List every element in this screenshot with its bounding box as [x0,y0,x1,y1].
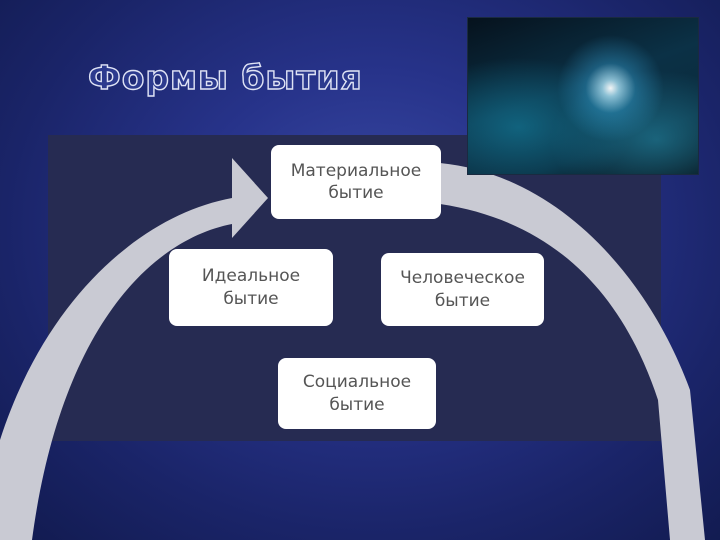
node-label: Человеческое бытие [400,268,525,311]
node-label: Материальное бытие [290,160,422,203]
slide-title: Формы бытия [87,57,363,97]
node-human-being: Человеческое бытие [381,253,544,326]
node-social-being: Социальное бытие [278,358,436,429]
node-material-being: Материальное бытие [271,145,441,219]
cosmic-photo [467,17,699,175]
node-label: Идеальное бытие [201,266,301,309]
node-ideal-being: Идеальное бытие [169,249,333,326]
node-label: Социальное бытие [302,372,412,415]
